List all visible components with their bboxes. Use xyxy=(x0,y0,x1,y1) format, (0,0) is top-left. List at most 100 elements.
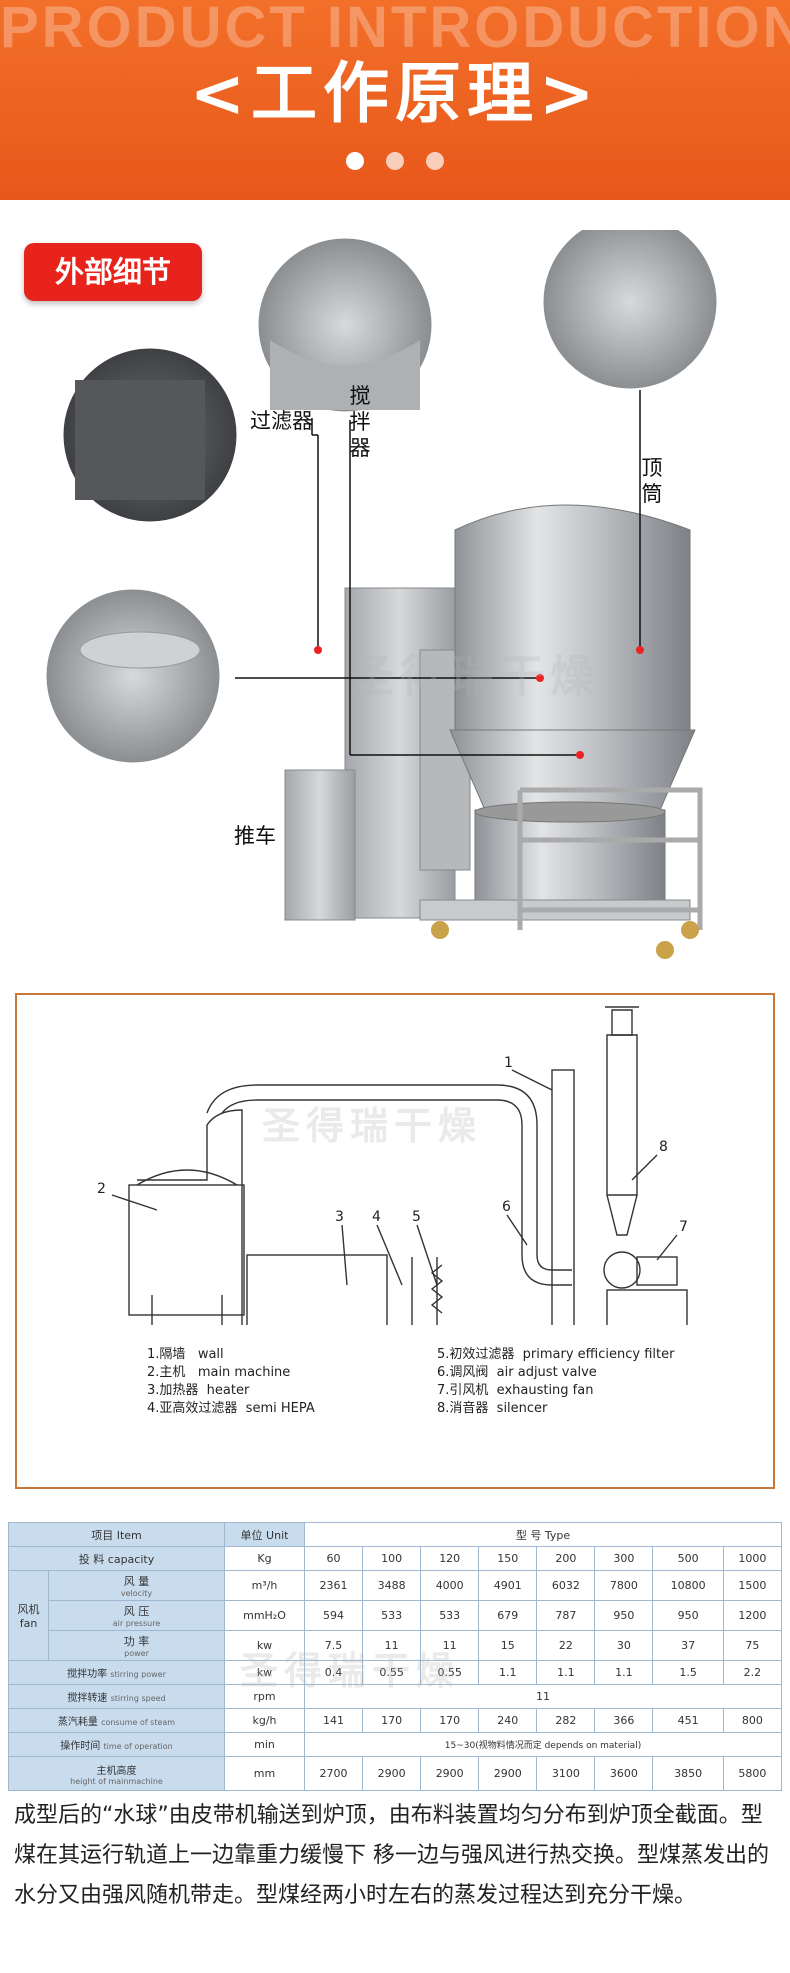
label-cart: 推车 xyxy=(234,824,276,848)
dot-indicator xyxy=(386,152,404,170)
cell: 3100 xyxy=(536,1756,596,1791)
legend-en: semi HEPA xyxy=(245,1401,315,1416)
cell: 10800 xyxy=(652,1570,724,1601)
table-row: 搅拌转速 stirring speed rpm 11 xyxy=(8,1684,782,1709)
callout-1: 1 xyxy=(504,1055,513,1071)
legend-cn: 2.主机 xyxy=(147,1365,186,1380)
row-label-cn: 风 量 xyxy=(123,1575,150,1588)
callout-7: 7 xyxy=(679,1219,688,1235)
header-banner: PRODUCT INTRODUCTION <工作原理> xyxy=(0,0,790,200)
cell: 500 xyxy=(652,1546,724,1571)
banner-title: <工作原理> xyxy=(189,55,601,132)
legend-item: 7.引风机 exhausting fan xyxy=(437,1379,593,1398)
row-label-cn: 主机高度 xyxy=(96,1765,137,1777)
cell: 170 xyxy=(362,1708,422,1733)
row-label-en: power xyxy=(124,1649,149,1658)
legend-item: 1.隔墙 wall xyxy=(147,1343,224,1362)
cell: 11 xyxy=(304,1684,782,1709)
cell: 800 xyxy=(722,1708,783,1733)
cell: 2900 xyxy=(478,1756,538,1791)
cell: 22 xyxy=(536,1630,596,1661)
label-filter: 过滤器 xyxy=(250,409,313,433)
legend-cn: 7.引风机 xyxy=(437,1383,489,1398)
cell: 594 xyxy=(303,1600,364,1631)
row-unit: kw xyxy=(224,1660,305,1685)
cell: 2900 xyxy=(420,1756,480,1791)
row-label-en: height of mainmachine xyxy=(70,1776,163,1786)
cell: 4000 xyxy=(420,1570,480,1601)
row-label-en: velocity xyxy=(120,1589,153,1598)
row-label-en: air pressure xyxy=(112,1619,161,1628)
cell: 533 xyxy=(362,1600,422,1631)
cell: 11 xyxy=(420,1630,480,1661)
legend-item: 4.亚高效过滤器 semi HEPA xyxy=(147,1397,315,1416)
row-unit: mmH₂O xyxy=(224,1600,305,1631)
callout-8: 8 xyxy=(659,1139,668,1155)
cell: 2700 xyxy=(303,1756,364,1791)
cell: 30 xyxy=(594,1630,654,1661)
cell: 240 xyxy=(478,1708,538,1733)
legend-cn: 6.调风阀 xyxy=(437,1365,489,1380)
description-text: 成型后的“水球”由皮带机输送到炉顶，由布料装置均匀分布到炉顶全截面。型煤在其运行… xyxy=(14,1803,769,1908)
row-label-cn: 蒸汽耗量 xyxy=(57,1717,98,1728)
cell: 7800 xyxy=(594,1570,654,1601)
cell: 7.5 xyxy=(303,1630,364,1661)
legend-cn: 3.加热器 xyxy=(147,1383,199,1398)
cell: 4901 xyxy=(478,1570,538,1601)
label-stirrer: 搅拌器 xyxy=(349,384,371,460)
watermark: 圣得瑞干燥 xyxy=(262,1104,483,1148)
cell: 100 xyxy=(362,1546,422,1571)
cell: 3600 xyxy=(594,1756,654,1791)
row-unit: m³/h xyxy=(224,1570,305,1601)
cell: 787 xyxy=(536,1600,596,1631)
legend-en: main machine xyxy=(197,1365,291,1380)
cell: 1.1 xyxy=(536,1660,596,1685)
cell: 60 xyxy=(303,1546,364,1571)
legend-en: wall xyxy=(197,1347,224,1362)
cell: 0.55 xyxy=(362,1660,422,1685)
legend-item: 6.调风阀 air adjust valve xyxy=(437,1361,597,1380)
cell: 950 xyxy=(652,1600,724,1631)
cell: 1.5 xyxy=(652,1660,724,1685)
row-label-cn: 搅拌功率 xyxy=(67,1669,108,1680)
watermark: 圣得瑞干燥 xyxy=(240,1649,461,1693)
legend-item: 5.初效过滤器 primary efficiency filter xyxy=(437,1343,674,1362)
table-row: 操作时间 time of operation min 15~30(视物料情况而定… xyxy=(8,1732,782,1757)
callout-2: 2 xyxy=(97,1181,106,1197)
section-tag: 外部细节 xyxy=(24,243,202,301)
row-label: 投 料 capacity xyxy=(8,1546,225,1571)
header-type: 型 号 Type xyxy=(304,1522,782,1547)
legend-en: exhausting fan xyxy=(496,1383,594,1398)
callout-6: 6 xyxy=(502,1199,511,1215)
cell: 11 xyxy=(362,1630,422,1661)
legend-en: air adjust valve xyxy=(496,1365,597,1380)
callout-3: 3 xyxy=(335,1209,344,1225)
cell: 15 xyxy=(478,1630,538,1661)
cell: 366 xyxy=(594,1708,654,1733)
cell: 1500 xyxy=(722,1570,783,1601)
label-top-cylinder: 顶筒 xyxy=(641,456,663,506)
row-label-cn: 搅拌转速 xyxy=(67,1693,108,1704)
cell: 300 xyxy=(594,1546,654,1571)
callout-4: 4 xyxy=(372,1209,381,1225)
legend-cn: 8.消音器 xyxy=(437,1401,489,1416)
cell: 3850 xyxy=(652,1756,724,1791)
row-unit: mm xyxy=(224,1756,305,1791)
cell: 3488 xyxy=(362,1570,422,1601)
dot-indicator xyxy=(346,152,364,170)
row-unit: kg/h xyxy=(224,1708,305,1733)
legend-en: silencer xyxy=(496,1401,548,1416)
cell: 533 xyxy=(420,1600,480,1631)
cell: 2900 xyxy=(362,1756,422,1791)
schematic-diagram: 1 2 3 4 5 6 7 8 圣得瑞干燥 1.隔墙 wall 2.主机 mai… xyxy=(15,993,775,1489)
row-label-en: stirring speed xyxy=(110,1694,166,1703)
cell: 200 xyxy=(536,1546,596,1571)
row-label-en: consume of steam xyxy=(101,1718,176,1727)
legend-cn: 1.隔墙 xyxy=(147,1347,186,1362)
